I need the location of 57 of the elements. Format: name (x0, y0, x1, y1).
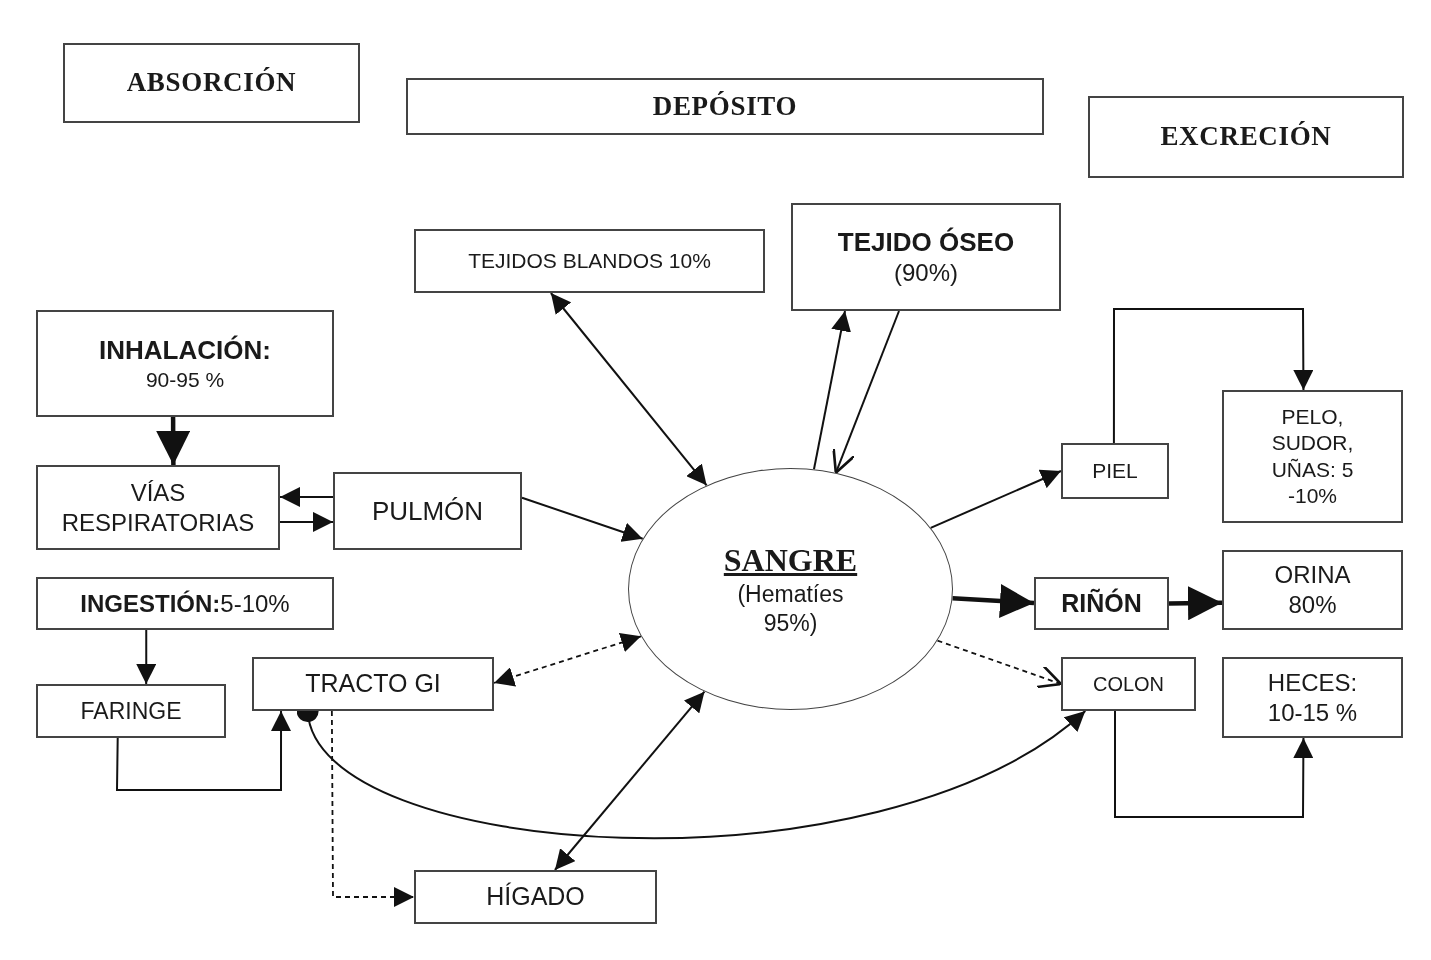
node-text: TEJIDOS BLANDOS 10% (468, 247, 711, 274)
process-box (414, 229, 765, 293)
process-box (333, 472, 522, 550)
node-text: SANGRE (723, 541, 858, 581)
process-box (406, 78, 1044, 135)
arrow (493, 632, 642, 687)
process-box (1088, 96, 1404, 178)
arrow (929, 469, 1062, 529)
process-box (414, 870, 657, 924)
arrow (553, 690, 706, 871)
process-box (63, 43, 360, 123)
node-text: TRACTO GI (305, 668, 441, 700)
process-box (791, 203, 1061, 311)
arrow (521, 496, 644, 542)
arrow (936, 639, 1063, 689)
node-text: DEPÓSITO (652, 89, 798, 123)
node-text: (90%) (894, 258, 958, 289)
arrow (136, 629, 157, 685)
node-text: FARINGE (80, 696, 182, 726)
node-text: HECES: 10-15 % (1266, 667, 1359, 728)
process-box (1061, 443, 1169, 499)
process-box (252, 657, 494, 711)
process-box (36, 465, 280, 550)
process-box (36, 684, 226, 738)
node-text: TEJIDO ÓSEO (837, 225, 1015, 259)
node-text: PIEL (1092, 457, 1138, 484)
arrow (116, 710, 292, 791)
arrow (832, 310, 900, 475)
node-text: RIÑÓN (1061, 587, 1142, 619)
node-text: HÍGADO (486, 881, 585, 913)
node-text: INGESTIÓN:5-10% (80, 588, 290, 619)
arrow (1168, 586, 1223, 621)
node-text: PELO, SUDOR, UÑAS: 5 -10% (1270, 404, 1355, 509)
process-box (36, 577, 334, 630)
node-text: EXCRECIÓN (1160, 120, 1332, 154)
process-box (1222, 390, 1403, 523)
arrow (549, 292, 708, 487)
node-text: INHALACIÓN: (99, 334, 271, 367)
process-box (1222, 550, 1403, 630)
arrow (156, 417, 191, 465)
process-box (1061, 657, 1196, 711)
arrow (279, 486, 334, 507)
node-text: PULMÓN (371, 494, 484, 528)
node-text: COLON (1092, 671, 1165, 697)
process-box (1222, 657, 1403, 738)
node-text: 90-95 % (145, 366, 225, 393)
arrow (1114, 710, 1314, 818)
process-box (36, 310, 334, 417)
process-box (1034, 577, 1169, 630)
arrow (279, 511, 334, 532)
node-text: ORINA 80% (1273, 560, 1352, 620)
node-text: (Hematíes 95%) (736, 580, 845, 638)
arrow (330, 710, 415, 907)
arrow (952, 584, 1035, 618)
arrow (1112, 308, 1314, 444)
node-text: ABSORCIÓN (126, 66, 297, 100)
node-text: VÍAS RESPIRATORIAS (60, 477, 256, 538)
